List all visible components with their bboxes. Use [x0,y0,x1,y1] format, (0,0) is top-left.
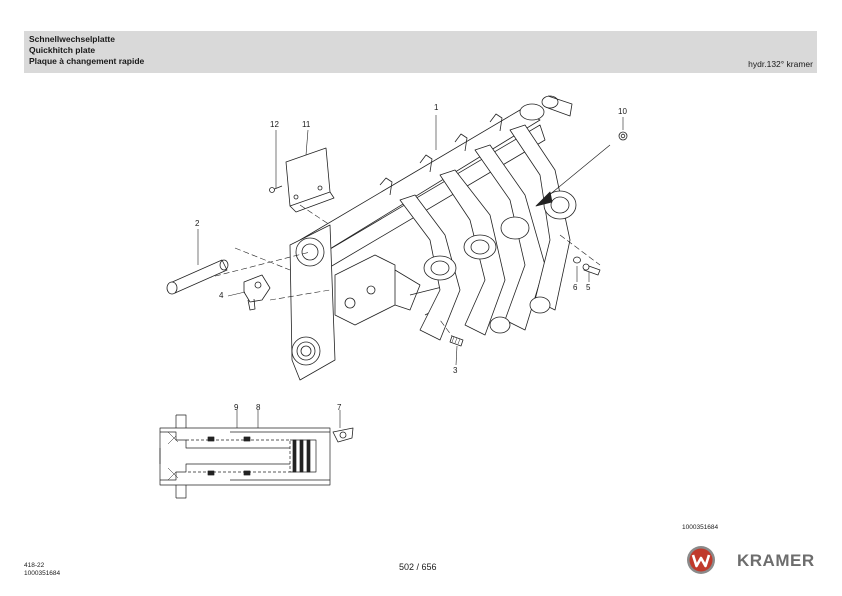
nut-part-10 [618,131,628,141]
callout-5: 5 [586,283,591,292]
page-number: 502 / 656 [399,562,437,572]
callout-11: 11 [302,120,311,129]
page-header: Schnellwechselplatte Quickhitch plate Pl… [24,31,817,73]
footer-section-code: 418-22 [24,562,45,569]
kramer-logo-icon [687,546,715,574]
bolt-part-5 [582,263,601,276]
brand-name: KRAMER [737,551,815,570]
callout-1: 1 [434,103,439,112]
screw-part-12 [269,185,283,193]
lock-part-4 [243,274,271,311]
title-german: Schnellwechselplatte [29,34,115,44]
footer-document-code: 1000351684 [24,570,61,577]
callout-8: 8 [256,403,261,412]
title-english: Quickhitch plate [29,45,96,55]
cover-plate-part-11 [285,147,335,213]
drawing-number: 1000351684 [682,524,719,531]
callout-3: 3 [453,366,458,375]
cylinder-section-view [159,414,331,499]
callout-10: 10 [618,107,627,116]
callout-7: 7 [337,403,342,412]
callout-12: 12 [270,120,279,129]
title-french: Plaque à changement rapide [29,56,145,66]
washer-part-6 [573,256,581,264]
model-label: hydr.132° kramer [748,59,813,69]
fitting-part-7 [332,427,354,443]
grub-screw-part-3 [449,335,464,347]
callout-4: 4 [219,291,224,300]
callout-9: 9 [234,403,239,412]
main-frame-part [289,95,577,381]
pin-part-2 [166,259,229,295]
callout-6: 6 [573,283,578,292]
callout-2: 2 [195,219,200,228]
